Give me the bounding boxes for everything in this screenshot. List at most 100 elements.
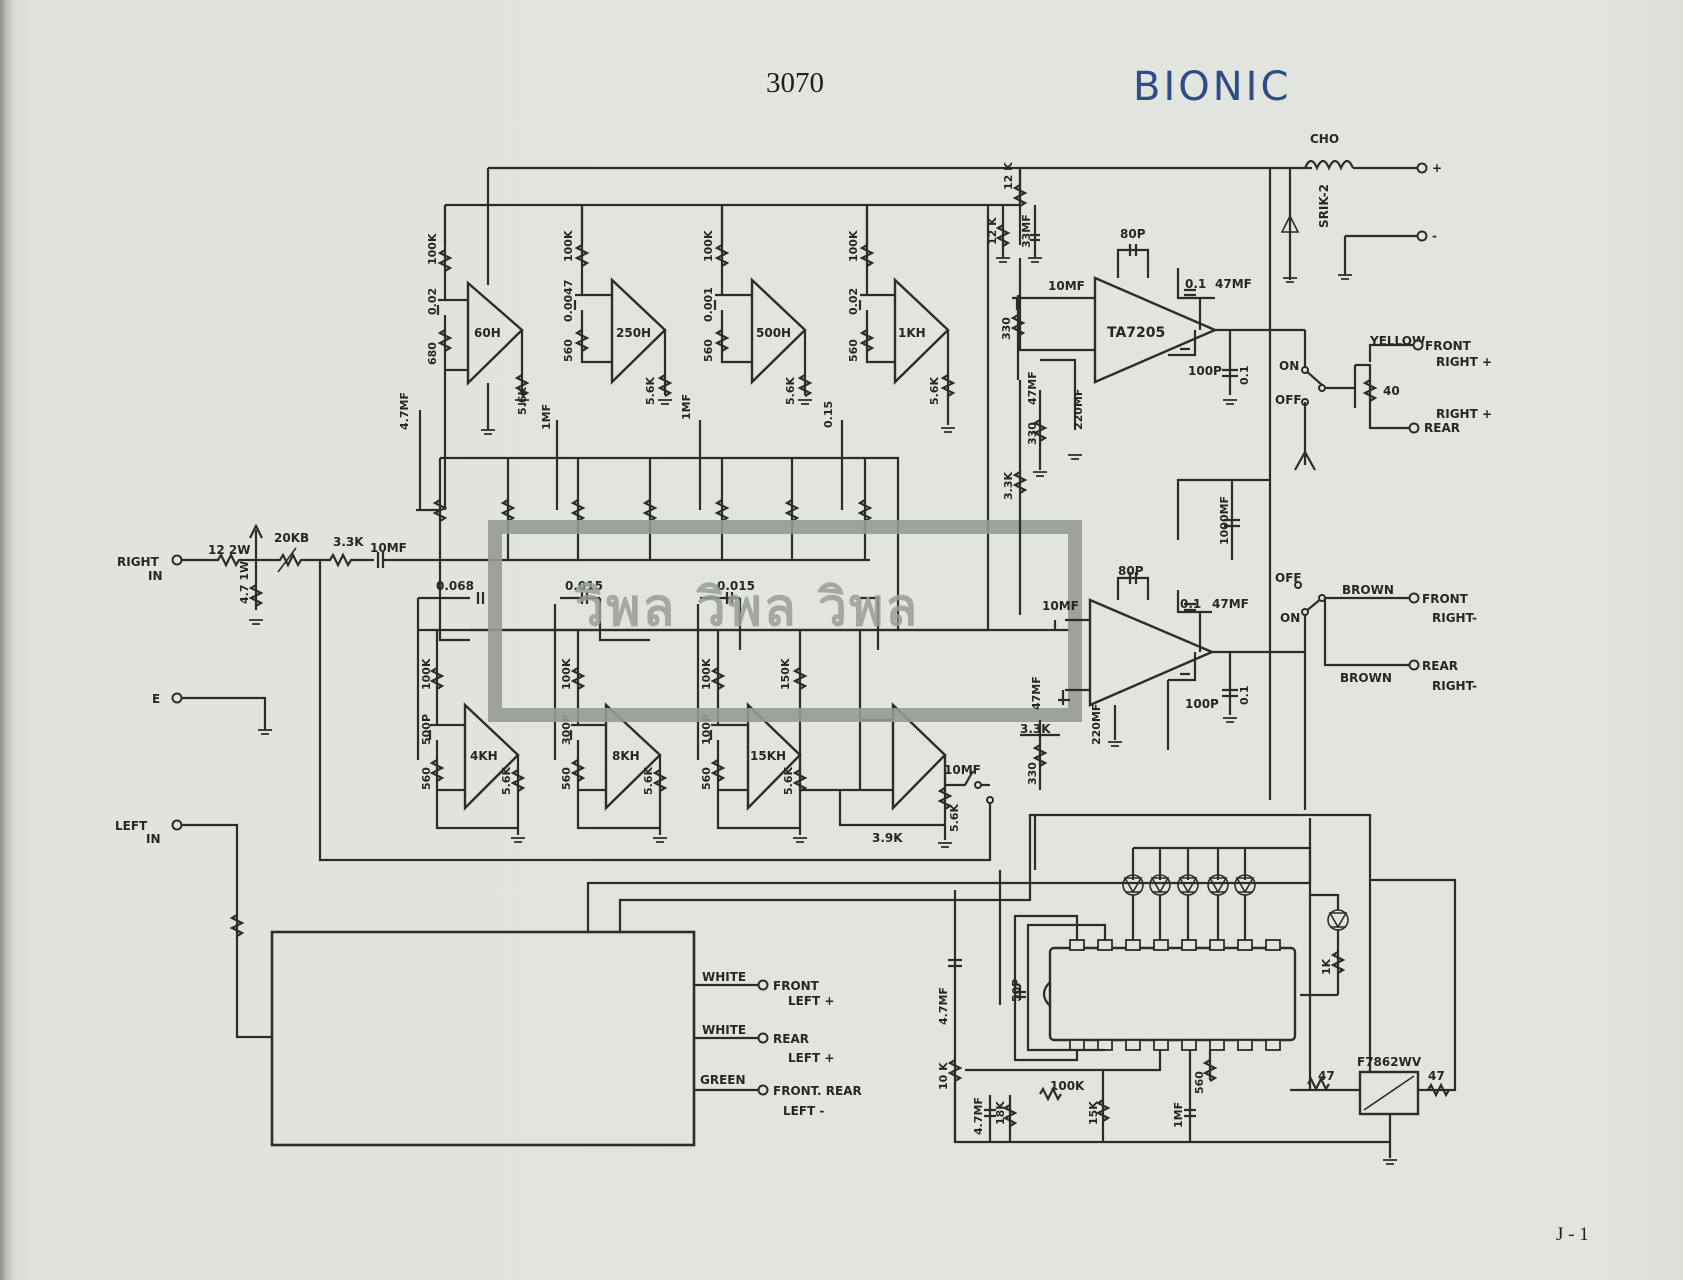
svg-text:RIGHT: RIGHT [117, 555, 160, 569]
svg-text:0.1: 0.1 [1238, 686, 1251, 706]
svg-text:0.015: 0.015 [717, 579, 755, 593]
svg-text:5.6K: 5.6K [644, 377, 657, 405]
svg-text:250H: 250H [616, 326, 651, 340]
svg-text:3.3K: 3.3K [333, 535, 364, 549]
svg-text:47MF: 47MF [1030, 676, 1043, 710]
choke-coil: CHO + [1303, 132, 1442, 175]
svg-text:BROWN: BROWN [1340, 671, 1392, 685]
front-right-plus-terminal[interactable] [1412, 339, 1424, 351]
svg-text:1MF: 1MF [680, 394, 693, 420]
svg-text:1MF: 1MF [540, 404, 553, 430]
svg-text:BROWN: BROWN [1342, 583, 1394, 597]
left-in-terminal[interactable] [171, 819, 183, 831]
power-plus-terminal[interactable] [1416, 162, 1428, 174]
right-in-terminal[interactable] [171, 554, 183, 566]
svg-text:5.6K: 5.6K [928, 377, 941, 405]
svg-text:47: 47 [1428, 1069, 1445, 1083]
svg-text:0.1: 0.1 [1185, 277, 1206, 291]
svg-text:33MF: 33MF [1020, 214, 1033, 248]
svg-text:0.015: 0.015 [565, 579, 603, 593]
meter-bias-network: 4.7MF 10 K 100K 4.7MF 18K 15K 1MF 560 [937, 890, 1390, 1144]
svg-text:4.7 1W: 4.7 1W [238, 561, 251, 604]
svg-text:220MF: 220MF [1090, 704, 1103, 745]
svg-text:F7862WV: F7862WV [1357, 1055, 1422, 1069]
svg-text:WHITE: WHITE [702, 1023, 746, 1037]
svg-text:วิพล วิพล วิพล: วิพล วิพล วิพล [574, 578, 919, 638]
svg-text:5.6K: 5.6K [784, 377, 797, 405]
svg-text:20KB: 20KB [274, 531, 309, 545]
svg-text:FRONT: FRONT [773, 979, 820, 993]
svg-text:1MF: 1MF [1172, 1102, 1185, 1128]
svg-text:ON: ON [1280, 611, 1300, 625]
svg-text:GREEN: GREEN [700, 1073, 746, 1087]
svg-text:100K: 100K [562, 230, 575, 262]
svg-text:RIGHT +: RIGHT + [1436, 355, 1492, 369]
srik-diode: SRIK-2 [1280, 168, 1331, 283]
svg-text:80P: 80P [1118, 564, 1144, 578]
regulator-f7862wv: F7862WV 47 47 [1290, 878, 1457, 1165]
svg-text:47MF: 47MF [1026, 371, 1039, 405]
svg-text:500H: 500H [756, 326, 791, 340]
eq-output-buffer: 150K 3.9K 5.6K 10MF [779, 630, 994, 848]
svg-text:5.6K: 5.6K [948, 804, 961, 832]
front-left-plus-terminal[interactable] [757, 979, 769, 991]
svg-text:0.0047: 0.0047 [562, 280, 575, 322]
svg-text:0.1: 0.1 [1238, 366, 1251, 386]
svg-text:IN: IN [146, 832, 161, 846]
svg-text:10 K: 10 K [937, 1062, 950, 1090]
svg-text:100K: 100K [702, 230, 715, 262]
svg-text:8KH: 8KH [612, 749, 640, 763]
power-rails [443, 166, 1312, 800]
rear-switch: OFF ON BROWN BROWN FRONT RIGHT- REAR RIG… [1275, 571, 1477, 810]
svg-text:FRONT: FRONT [1422, 592, 1469, 606]
ic-pins-bottom [1069, 1039, 1281, 1051]
svg-text:LEFT: LEFT [115, 819, 148, 833]
svg-text:100P: 100P [1185, 697, 1219, 711]
svg-text:RIGHT-: RIGHT- [1432, 611, 1477, 625]
svg-text:-: - [1432, 229, 1437, 243]
rear-right-minus-terminal[interactable] [1408, 659, 1420, 671]
power-amp-rear: 80P 10MF 0.1 47MF 100P 0.1 47MF 3.3K 330… [1020, 480, 1305, 790]
svg-text:680: 680 [426, 342, 439, 365]
svg-text:80P: 80P [1120, 227, 1146, 241]
svg-text:100K: 100K [426, 233, 439, 265]
eq-band-500h: 500H 100K 0.001 560 5.6K 1MF [680, 205, 813, 510]
svg-text:LEFT +: LEFT + [788, 994, 834, 1008]
eq-band-60h: 60H 100K 0.02 680 5.6K 4.7MF [398, 205, 530, 512]
svg-text:0.15: 0.15 [822, 401, 835, 428]
svg-text:4.7MF: 4.7MF [398, 392, 411, 430]
eq-band-1kh: 1KH 100K 0.02 560 5.6K 0.15 [822, 205, 956, 510]
eq-band-8kh: 8KH 100K 300P 560 5.6K [560, 630, 668, 843]
svg-text:OFF: OFF [1275, 571, 1302, 585]
svg-text:1000MF: 1000MF [1218, 496, 1231, 545]
svg-text:100K: 100K [560, 658, 573, 690]
svg-text:560: 560 [562, 339, 575, 362]
eq-lower-bank: 0.068 0.015 0.015 [416, 579, 1070, 760]
led-row [1122, 874, 1256, 940]
power-minus-terminal[interactable] [1416, 230, 1428, 242]
front-right-minus-terminal[interactable] [1408, 592, 1420, 604]
svg-text:TA7205: TA7205 [1107, 325, 1165, 341]
svg-text:18K: 18K [994, 1101, 1007, 1125]
svg-text:330: 330 [1026, 762, 1039, 785]
input-stage: RIGHT IN 12 2W 4.7 1W 20KB 3.3K 10MF [117, 523, 992, 862]
svg-text:560: 560 [560, 767, 573, 790]
svg-text:560: 560 [1193, 1071, 1206, 1094]
svg-text:REAR: REAR [1424, 421, 1460, 435]
svg-text:1KH: 1KH [898, 326, 926, 340]
svg-text:10MF: 10MF [370, 541, 407, 555]
svg-text:560: 560 [847, 339, 860, 362]
svg-text:3.3K: 3.3K [1002, 472, 1015, 500]
ic-pins-top [1069, 939, 1281, 951]
svg-text:47MF: 47MF [1212, 597, 1249, 611]
rear-right-plus-terminal[interactable] [1408, 422, 1420, 434]
svg-text:+: + [1432, 161, 1442, 175]
front-rear-left-minus-terminal[interactable] [757, 1084, 769, 1096]
svg-text:FRONT. REAR: FRONT. REAR [773, 1084, 862, 1098]
rear-left-plus-terminal[interactable] [757, 1032, 769, 1044]
meter-ic: 50P [1010, 914, 1297, 1062]
svg-text:100P: 100P [1188, 364, 1222, 378]
svg-text:560: 560 [702, 339, 715, 362]
svg-text:5.6K: 5.6K [642, 767, 655, 795]
